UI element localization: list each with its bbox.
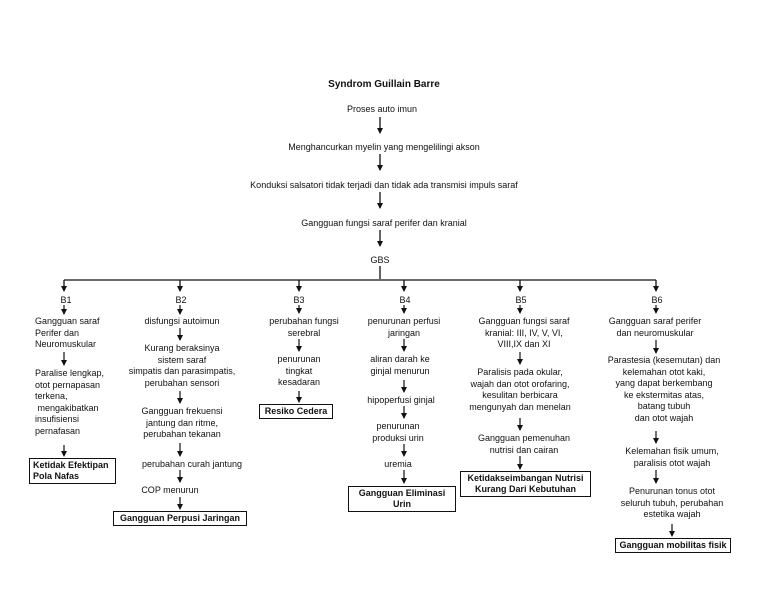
b1-step-2: Paralise lengkap, otot pernapasan terken… <box>35 368 105 436</box>
b2-step-1: disfungsi autoimun <box>144 316 220 326</box>
b6-diagnosis-box: Gangguan mobilitas fisik <box>615 538 731 553</box>
b4-step-5: uremia <box>384 459 412 469</box>
b6-step-4: Penurunan tonus otot seluruh tubuh, peru… <box>620 486 724 519</box>
b2-step-5: COP menurun <box>141 485 199 495</box>
b2-diagnosis-box: Gangguan Perpusi Jaringan <box>113 511 247 526</box>
b2-step-4: perubahan curah jantung <box>141 459 243 469</box>
b4-step-2: aliran darah ke ginjal menurun <box>370 354 430 376</box>
b3-step-1: perubahan fungsi serebral <box>269 316 339 338</box>
branch-label-b6: B6 <box>651 295 663 305</box>
b4-step-3: hipoperfusi ginjal <box>367 395 435 405</box>
b6-step-2: Parastesia (kesemutan) dan kelemahan oto… <box>607 355 721 423</box>
chain-step-1: Proses auto imun <box>346 104 418 114</box>
chain-step-4: Gangguan fungsi saraf perifer dan krania… <box>301 218 467 228</box>
branch-label-b5: B5 <box>515 295 527 305</box>
b4-step-1: penurunan perfusi jaringan <box>367 316 441 338</box>
branch-label-b3: B3 <box>293 295 305 305</box>
b4-diagnosis-box: Gangguan Eliminasi Urin <box>348 486 456 512</box>
b6-step-3: Kelemahan fisik umum, paralisis otot waj… <box>625 446 719 468</box>
b5-diagnosis-box: Ketidakseimbangan Nutrisi Kurang Dari Ke… <box>460 471 591 497</box>
branch-label-b2: B2 <box>175 295 187 305</box>
b5-step-1: Gangguan fungsi saraf kranial: III, IV, … <box>478 316 570 349</box>
b1-diagnosis-box: Ketidak Efektipan Pola Nafas <box>29 458 116 484</box>
b6-step-1: Gangguan saraf perifer dan neuromuskular <box>608 316 702 338</box>
b3-step-2: penurunan tingkat kesadaran <box>277 354 321 387</box>
b1-step-1: Gangguan saraf Perifer dan Neuromuskular <box>35 316 100 349</box>
b5-step-2: Paralisis pada okular, wajah dan otot or… <box>469 367 571 412</box>
diagram-title: Syndrom Guillain Barre <box>328 79 440 90</box>
chain-step-2: Menghancurkan myelin yang mengelilingi a… <box>288 142 480 152</box>
chain-step-gbs: GBS <box>370 255 390 265</box>
b2-step-2: Kurang beraksinya sistem saraf simpatis … <box>128 343 236 388</box>
b2-step-3: Gangguan frekuensi jantung dan ritme, pe… <box>141 406 223 439</box>
b5-step-3: Gangguan pemenuhan nutrisi dan cairan <box>477 433 571 455</box>
b4-step-4: penurunan produksi urin <box>372 421 424 443</box>
branch-label-b1: B1 <box>60 295 72 305</box>
b3-diagnosis-box: Resiko Cedera <box>259 404 333 419</box>
chain-step-3: Konduksi salsatori tidak terjadi dan tid… <box>250 180 518 190</box>
branch-label-b4: B4 <box>399 295 411 305</box>
